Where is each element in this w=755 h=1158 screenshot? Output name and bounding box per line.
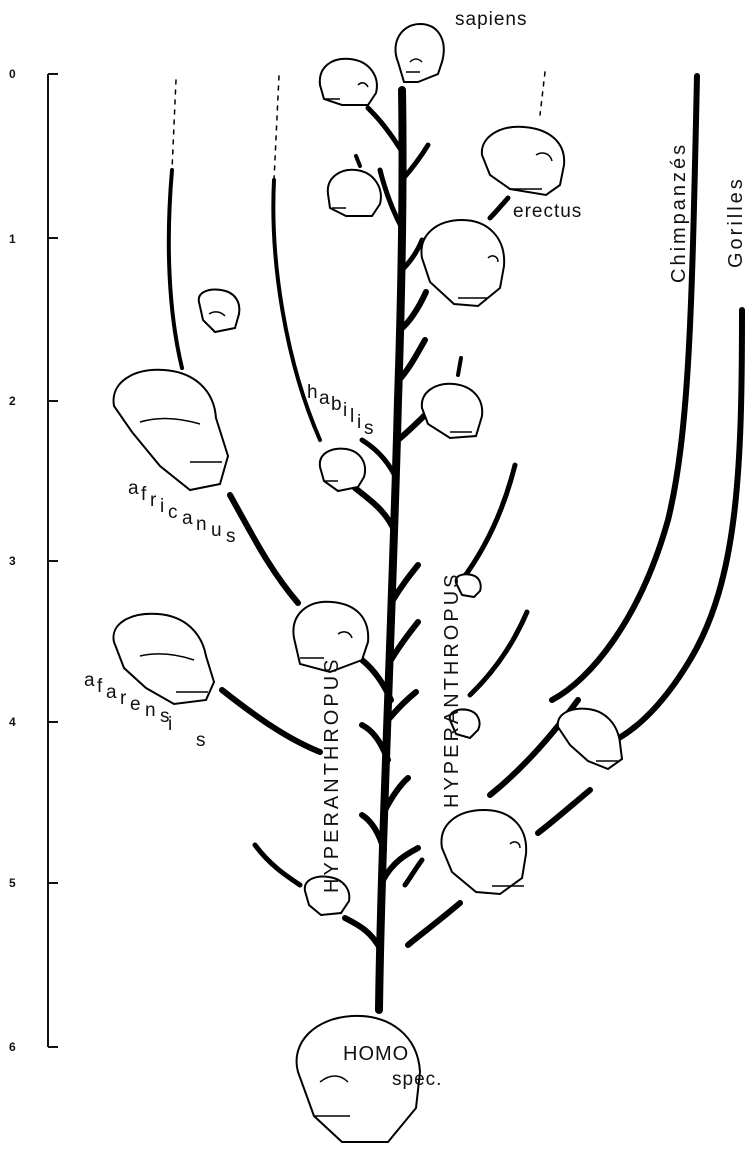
homo-skull bbox=[328, 170, 381, 216]
trunk-twig bbox=[345, 918, 381, 950]
early-homo-skull bbox=[320, 59, 377, 105]
svg-text:c: c bbox=[168, 502, 179, 523]
lineage-far-left bbox=[169, 170, 182, 368]
lineage-dashed bbox=[274, 76, 279, 180]
svg-text:s: s bbox=[196, 730, 207, 751]
label-gorilles: Gorilles bbox=[725, 176, 747, 268]
svg-text:n: n bbox=[145, 700, 157, 721]
lineage-afarensis bbox=[222, 690, 320, 752]
svg-text:a: a bbox=[182, 508, 194, 529]
lineage-lower-right-2 bbox=[405, 860, 422, 885]
svg-text:a: a bbox=[84, 670, 96, 691]
lineage-gorilles bbox=[605, 310, 742, 745]
label-spec: spec. bbox=[392, 1069, 442, 1090]
svg-text:f: f bbox=[97, 676, 103, 697]
time-axis: 0 1 2 3 4 5 6 bbox=[9, 67, 58, 1054]
svg-text:r: r bbox=[150, 490, 157, 511]
tick-label-4: 4 bbox=[9, 715, 16, 729]
africanus-skull bbox=[114, 370, 228, 490]
label-africanus: a f r i c a n u s bbox=[128, 478, 237, 547]
tick-label-1: 1 bbox=[9, 232, 16, 246]
homo-skull-2 bbox=[422, 384, 482, 438]
trunk-twig bbox=[391, 622, 418, 660]
main-trunk bbox=[345, 90, 430, 1010]
trunk-twig bbox=[362, 440, 397, 480]
trunk-twig bbox=[355, 488, 394, 530]
trunk-twig bbox=[368, 108, 401, 150]
lineage-lower-right bbox=[408, 903, 460, 945]
lineage-erectus bbox=[490, 198, 508, 218]
tick-label-3: 3 bbox=[9, 554, 16, 568]
lineage-dashed bbox=[540, 72, 545, 115]
svg-text:n: n bbox=[196, 514, 208, 535]
erectus-skull bbox=[482, 127, 564, 195]
habilis-skull bbox=[320, 449, 365, 491]
ancestor-skull bbox=[441, 810, 526, 894]
svg-text:s: s bbox=[364, 418, 375, 439]
svg-text:r: r bbox=[120, 688, 127, 709]
svg-text:i: i bbox=[357, 412, 362, 433]
tick-label-5: 5 bbox=[9, 876, 16, 890]
svg-text:u: u bbox=[211, 520, 223, 541]
svg-text:s: s bbox=[226, 526, 237, 547]
svg-text:e: e bbox=[130, 694, 142, 715]
lineage-hyperanthropus bbox=[470, 612, 527, 695]
svg-text:f: f bbox=[141, 484, 147, 505]
svg-text:i: i bbox=[343, 400, 348, 421]
tick-label-0: 0 bbox=[9, 67, 16, 81]
lineage-lower-left bbox=[255, 845, 300, 885]
large-homo-skull bbox=[421, 220, 504, 306]
svg-text:h: h bbox=[307, 382, 319, 403]
label-chimpanzes: Chimpanzés bbox=[668, 142, 690, 283]
svg-text:a: a bbox=[319, 388, 331, 409]
label-hyperanthropus-left: HYPERANTHROPUS bbox=[321, 657, 343, 893]
label-erectus: erectus bbox=[513, 201, 582, 222]
chimpanzee-skull bbox=[558, 709, 622, 769]
label-hyperanthropus-right: HYPERANTHROPUS bbox=[441, 572, 463, 808]
lineage-hyperanthropus bbox=[462, 465, 515, 580]
svg-text:i: i bbox=[168, 714, 173, 735]
svg-text:i: i bbox=[160, 496, 165, 517]
paranthropus-skull bbox=[199, 290, 240, 333]
lineage-dashed bbox=[172, 80, 176, 170]
svg-text:b: b bbox=[331, 394, 343, 415]
svg-text:a: a bbox=[128, 478, 140, 499]
svg-text:a: a bbox=[106, 682, 118, 703]
afarensis-skull bbox=[113, 614, 214, 704]
trunk-twig bbox=[393, 565, 418, 600]
tick-label-6: 6 bbox=[9, 1040, 16, 1054]
label-sapiens: sapiens bbox=[455, 9, 528, 30]
label-homo: HOMO bbox=[343, 1043, 409, 1065]
small-twig bbox=[458, 358, 461, 375]
side-lineages bbox=[169, 72, 742, 945]
lineage-gorilla-lower bbox=[538, 790, 590, 833]
sapiens-skull bbox=[395, 24, 443, 82]
svg-text:l: l bbox=[350, 406, 355, 427]
lineage-africanus bbox=[230, 495, 298, 603]
small-twig bbox=[356, 156, 360, 166]
tick-label-2: 2 bbox=[9, 394, 16, 408]
